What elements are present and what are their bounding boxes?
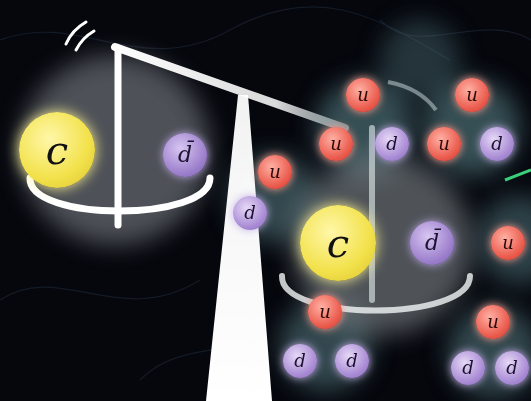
quark-label: u <box>357 86 369 104</box>
quark-label: u <box>502 234 514 252</box>
quark-label: u <box>319 303 331 321</box>
arrow-fragment <box>505 170 531 180</box>
quark-label: d <box>244 204 256 222</box>
right-hanger <box>369 128 375 300</box>
light-quark: d <box>375 127 409 161</box>
quark-label: u <box>438 135 450 153</box>
quark-label: d <box>491 135 503 153</box>
light-quark: u <box>258 155 292 189</box>
antiquark: d̄ <box>163 133 207 177</box>
gluon-arc <box>388 82 436 110</box>
quark-label: d <box>462 359 474 377</box>
light-quark: d <box>480 127 514 161</box>
quark-label: c <box>46 130 68 170</box>
quark-label: d̄ <box>425 232 439 254</box>
light-quark: d <box>233 196 267 230</box>
quark-label: u <box>466 86 478 104</box>
light-quark: u <box>476 305 510 339</box>
pivot-post <box>206 95 272 401</box>
antiquark: d̄ <box>410 221 454 265</box>
light-quark: u <box>346 78 380 112</box>
quark-label: u <box>269 163 281 181</box>
light-quark: u <box>319 127 353 161</box>
quark-label: d <box>386 135 398 153</box>
charm-quark: c <box>19 112 95 188</box>
light-quark: d <box>283 344 317 378</box>
charm-quark: c <box>300 205 376 281</box>
quark-label: c <box>327 223 349 263</box>
quark-label: u <box>330 135 342 153</box>
quark-label: d <box>294 352 306 370</box>
light-quark: u <box>491 226 525 260</box>
quark-label: u <box>487 313 499 331</box>
scale-beam <box>115 47 345 128</box>
wobble-marks <box>66 22 94 50</box>
light-quark: u <box>455 78 489 112</box>
quark-label: d <box>506 359 518 377</box>
nucleon-halos <box>230 20 531 398</box>
light-quark: d <box>335 344 369 378</box>
light-quark: u <box>427 127 461 161</box>
light-quark: d <box>495 351 529 385</box>
quark-label: d <box>346 352 358 370</box>
left-hanger <box>115 48 122 225</box>
light-quark: u <box>308 295 342 329</box>
light-quark: d <box>451 351 485 385</box>
quark-label: d̄ <box>178 144 192 166</box>
